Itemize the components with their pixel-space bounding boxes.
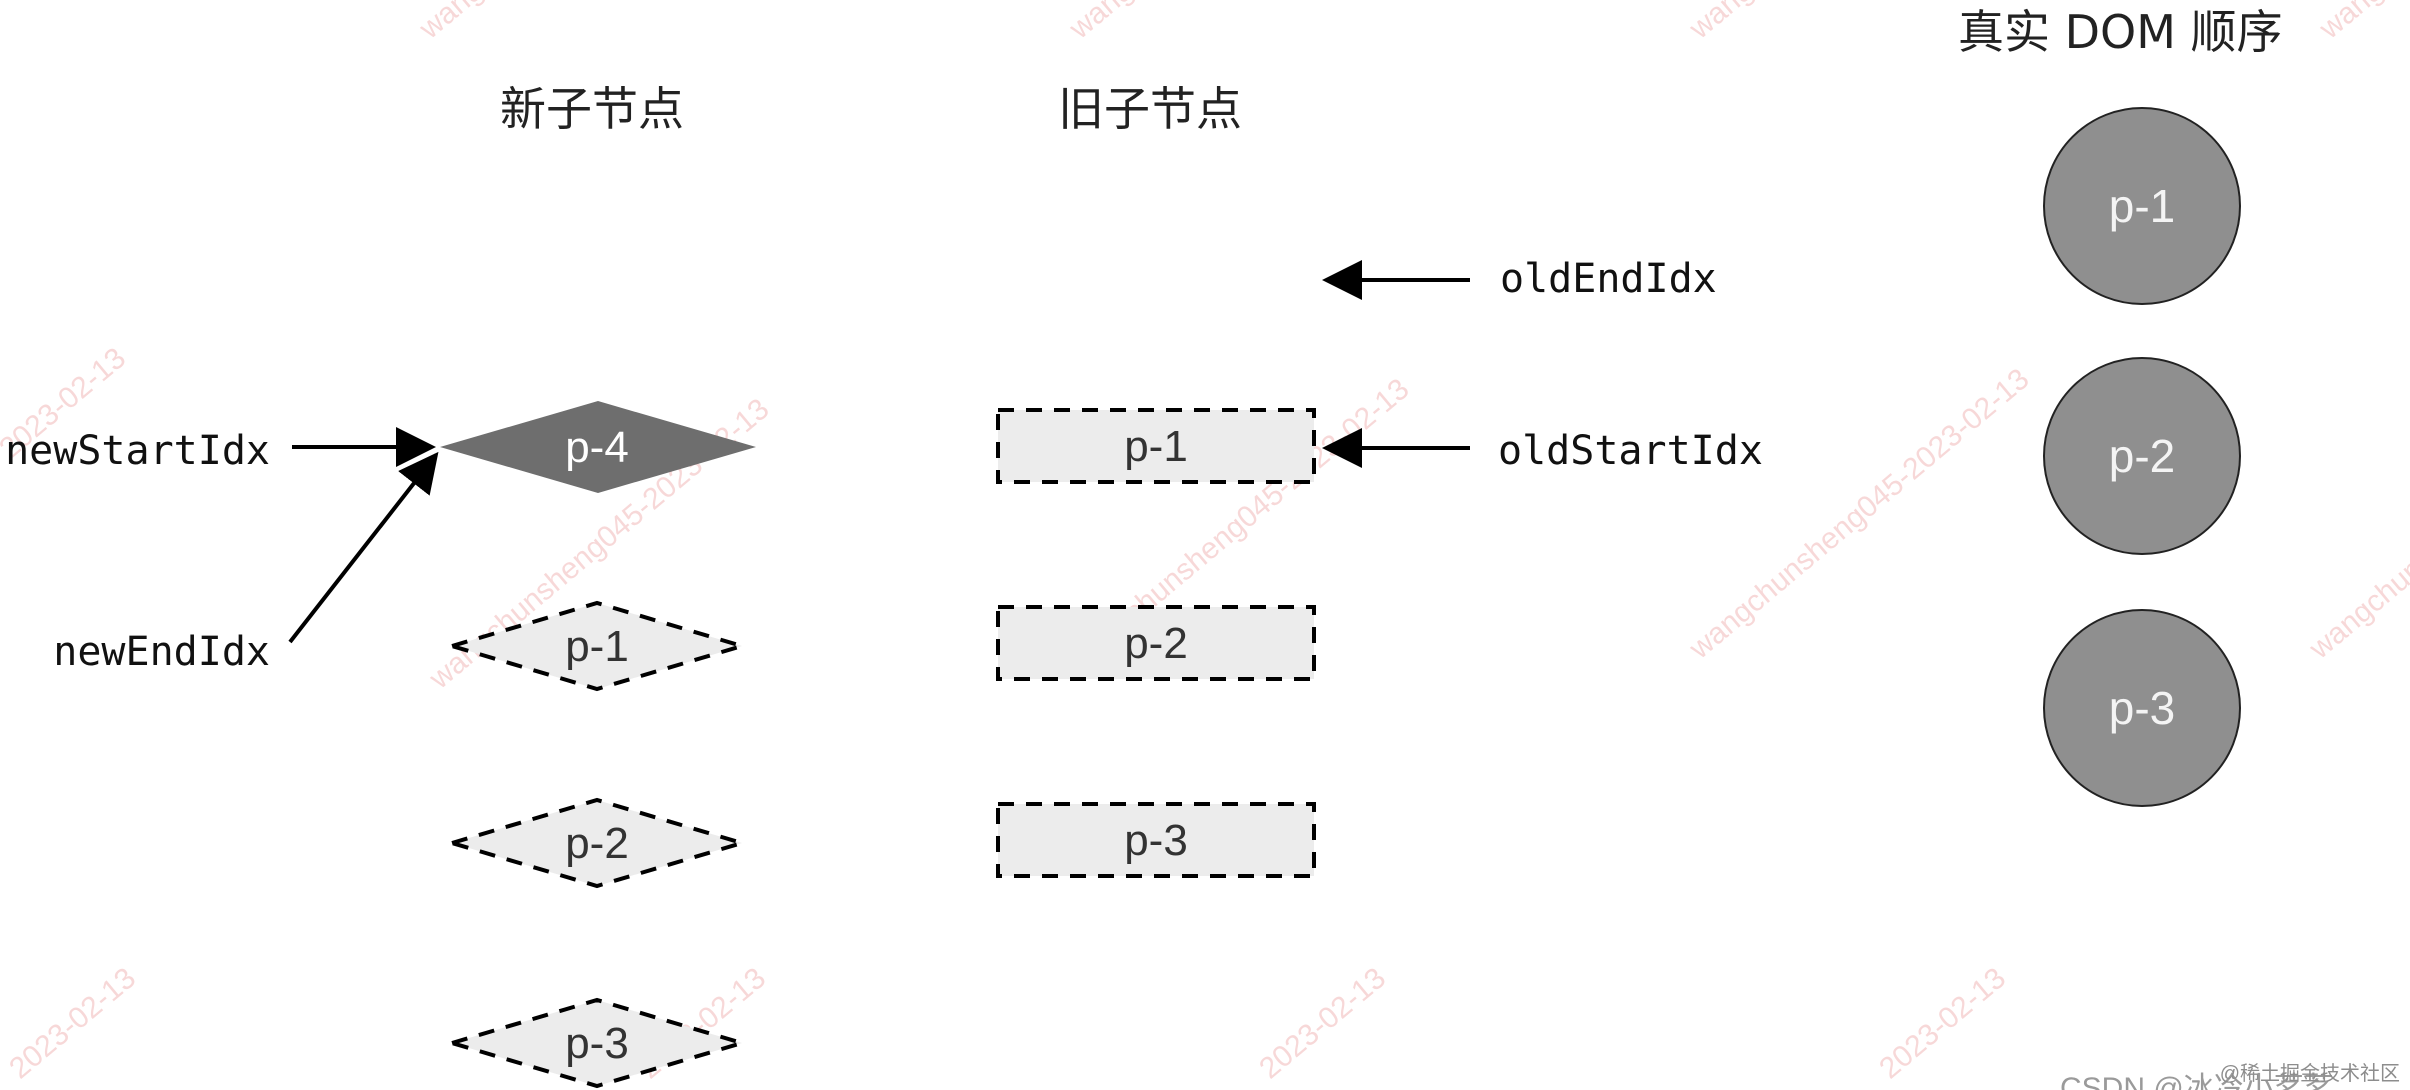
watermark-text: wangchunsheng045: [1683, 0, 1911, 46]
real-dom-circle: [2043, 357, 2241, 555]
old-children-header: 旧子节点: [1058, 82, 1242, 136]
old-node-p-3: p-3: [996, 802, 1316, 878]
new-node-pending-outline: [444, 997, 750, 1089]
new-node-pending-outline: [444, 797, 750, 889]
new-end-idx-arrow: [288, 451, 439, 644]
real-dom-circle: [2043, 107, 2241, 305]
new-node-p-1: p-1: [444, 600, 750, 692]
old-node-p-2: p-2: [996, 605, 1316, 681]
real-dom-p-3: p-3: [2043, 609, 2241, 807]
real-dom-p-1: p-1: [2043, 107, 2241, 305]
new-node-active-shape: [440, 401, 756, 493]
real-dom-label: p-3: [2109, 682, 2175, 734]
footer-csdn-text: CSDN @冰冷小茗茗: [2060, 1072, 2334, 1090]
new-start-idx-label: newStartIdx: [5, 428, 270, 474]
old-node-label: p-1: [1124, 422, 1188, 471]
old-node-shape: [996, 605, 1316, 681]
new-node-p-2: p-2: [444, 797, 750, 889]
real-dom-p-2: p-2: [2043, 357, 2241, 555]
real-dom-circle: [2043, 609, 2241, 807]
watermark-text: wangchunsheng045-2023-02-13: [1683, 362, 2036, 666]
old-start-idx-label: oldStartIdx: [1498, 428, 1763, 474]
old-node-label: p-2: [1124, 619, 1188, 668]
new-node-label: p-1: [565, 622, 629, 671]
new-node-p-3: p-3: [444, 997, 750, 1089]
old-node-p-1: p-1: [996, 408, 1316, 484]
real-dom-order-header: 真实 DOM 顺序: [1958, 5, 2283, 59]
new-end-idx-label: newEndIdx: [53, 629, 270, 675]
new-node-label: p-3: [565, 1019, 629, 1068]
new-node-pending-outline: [444, 600, 750, 692]
new-node-label: p-4: [565, 423, 629, 472]
new-node-p-4: p-4: [440, 401, 756, 493]
real-dom-label: p-1: [2109, 180, 2175, 232]
watermark-text: wangchunsheng045: [2303, 467, 2410, 666]
watermark-text: wangchunsheng045: [2313, 0, 2410, 46]
old-node-shape: [996, 408, 1316, 484]
watermark-text: 2023-02-13: [1873, 961, 2012, 1085]
old-end-idx-label: oldEndIdx: [1500, 256, 1717, 302]
real-dom-label: p-2: [2109, 430, 2175, 482]
new-node-label: p-2: [565, 819, 629, 868]
new-children-header: 新子节点: [500, 82, 684, 136]
watermark-text: wangchunsheng045: [1063, 0, 1291, 46]
footer-juejin-text: @稀土掘金技术社区: [2220, 1062, 2400, 1085]
watermark-text: 2023-02-13: [1253, 961, 1392, 1085]
old-node-shape: [996, 802, 1316, 878]
watermark-text: 2023-02-13: [3, 961, 142, 1085]
watermark-text: wangchunsheng045: [413, 0, 641, 46]
old-node-label: p-3: [1124, 816, 1188, 865]
